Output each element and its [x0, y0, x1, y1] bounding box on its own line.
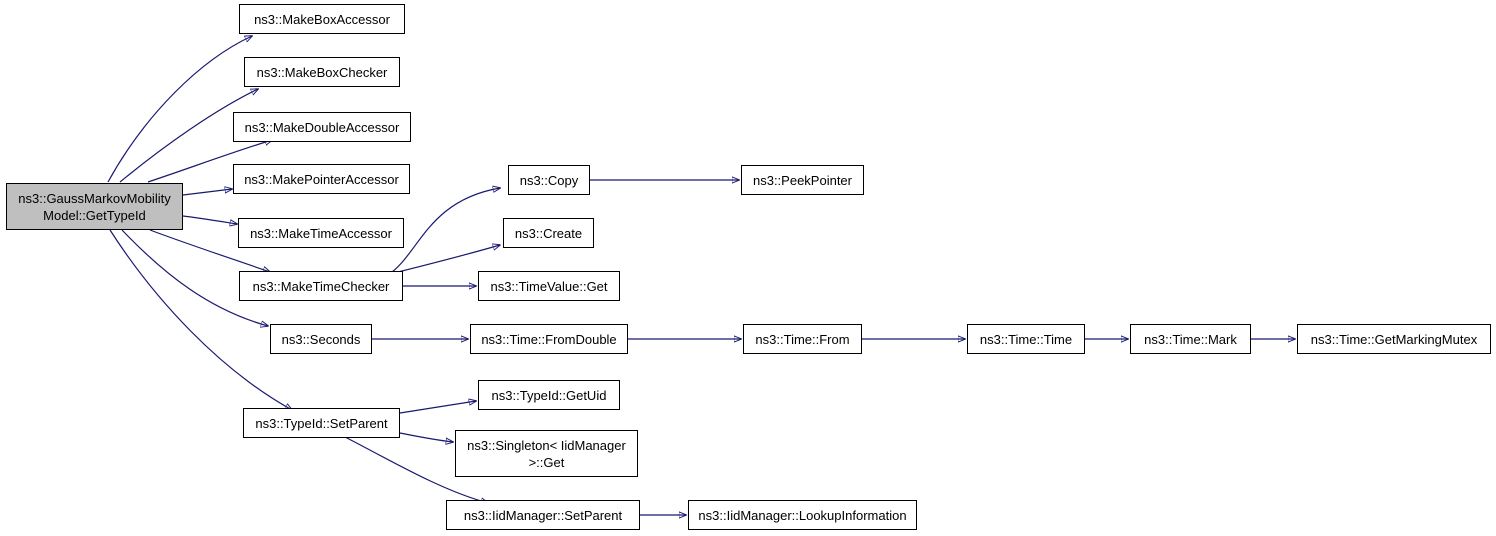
- edge-set-parent-to-singleton-get: [399, 432, 453, 442]
- edge-root-to-make-time-checker: [149, 229, 270, 272]
- node-iidmanager-set-parent[interactable]: ns3::IidManager::SetParent: [446, 500, 640, 530]
- node-typeid-get-uid[interactable]: ns3::TypeId::GetUid: [478, 380, 620, 410]
- node-make-time-checker[interactable]: ns3::MakeTimeChecker: [239, 271, 403, 301]
- node-make-box-checker[interactable]: ns3::MakeBoxChecker: [244, 57, 400, 87]
- node-copy[interactable]: ns3::Copy: [508, 165, 590, 195]
- node-time-from-double[interactable]: ns3::Time::FromDouble: [470, 324, 628, 354]
- node-make-time-accessor[interactable]: ns3::MakeTimeAccessor: [238, 218, 404, 248]
- node-time-from[interactable]: ns3::Time::From: [743, 324, 862, 354]
- node-timevalue-get[interactable]: ns3::TimeValue::Get: [478, 271, 620, 301]
- edge-set-parent-to-iidmanager-set-parent: [344, 436, 488, 503]
- edge-root-to-make-box-checker: [119, 89, 258, 183]
- node-peek-pointer[interactable]: ns3::PeekPointer: [741, 165, 864, 195]
- node-singleton-iidmanager-get[interactable]: ns3::Singleton< IidManager >::Get: [455, 430, 638, 477]
- edge-time-checker-to-copy: [391, 188, 500, 273]
- edge-root-to-make-box-accessor: [107, 36, 252, 183]
- node-typeid-set-parent[interactable]: ns3::TypeId::SetParent: [243, 408, 400, 438]
- node-make-double-accessor[interactable]: ns3::MakeDoubleAccessor: [233, 112, 411, 142]
- node-time-mark[interactable]: ns3::Time::Mark: [1130, 324, 1251, 354]
- edge-root-to-make-pointer-accessor: [182, 189, 232, 196]
- node-time-time[interactable]: ns3::Time::Time: [967, 324, 1085, 354]
- node-make-pointer-accessor[interactable]: ns3::MakePointerAccessor: [233, 164, 410, 194]
- edge-root-to-seconds: [121, 229, 268, 326]
- edge-root-to-make-double-accessor: [147, 140, 272, 183]
- edge-root-to-typeid-set-parent: [109, 229, 292, 410]
- node-create[interactable]: ns3::Create: [503, 218, 594, 248]
- node-gauss-markov-get-type-id: ns3::GaussMarkovMobility Model::GetTypeI…: [6, 183, 183, 230]
- node-iidmanager-lookup-information[interactable]: ns3::IidManager::LookupInformation: [688, 500, 917, 530]
- edge-time-checker-to-create: [397, 245, 500, 273]
- node-time-get-marking-mutex[interactable]: ns3::Time::GetMarkingMutex: [1297, 324, 1491, 354]
- edge-root-to-make-time-accessor: [182, 215, 237, 224]
- node-seconds[interactable]: ns3::Seconds: [270, 324, 372, 354]
- node-make-box-accessor[interactable]: ns3::MakeBoxAccessor: [239, 4, 405, 34]
- edge-set-parent-to-get-uid: [399, 401, 476, 414]
